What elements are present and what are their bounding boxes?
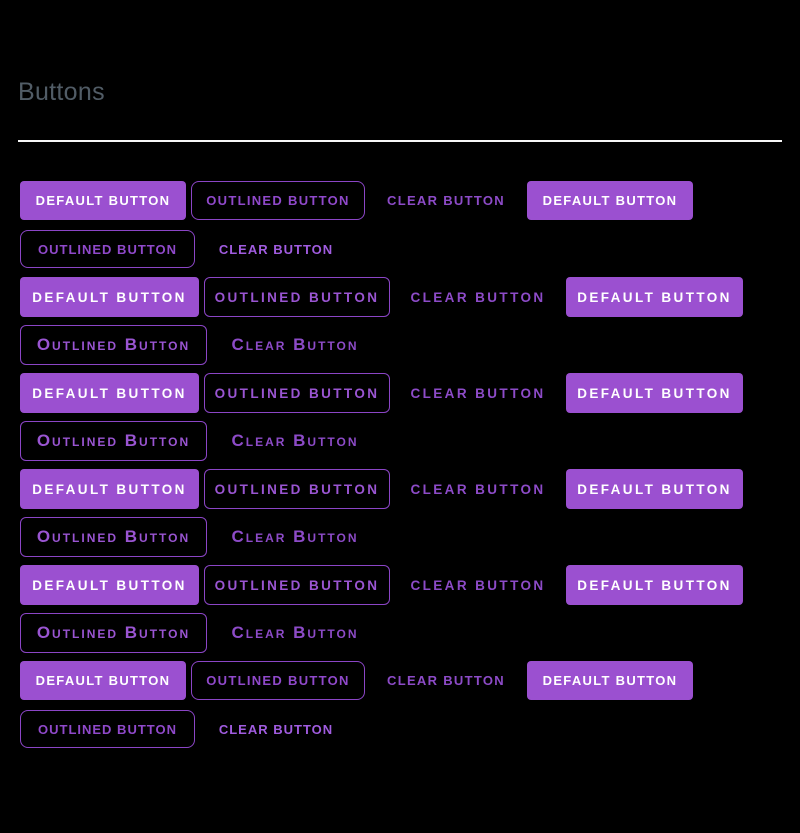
clear-button[interactable]: Clear Button [212, 325, 378, 365]
default-button[interactable]: DEFAULT BUTTON [566, 469, 743, 509]
outlined-button[interactable]: OUTLINED BUTTON [191, 181, 365, 220]
clear-button[interactable]: Clear Button [212, 517, 378, 557]
default-button[interactable]: DEFAULT BUTTON [566, 277, 743, 317]
outlined-button[interactable]: OUTLINED BUTTON [20, 230, 195, 268]
default-button[interactable]: DEFAULT BUTTON [20, 469, 199, 509]
default-button[interactable]: DEFAULT BUTTON [20, 181, 186, 220]
button-row: DEFAULT BUTTON OUTLINED BUTTON CLEAR BUT… [20, 661, 780, 700]
button-row: Outlined Button Clear Button [20, 517, 780, 557]
button-row: DEFAULT BUTTON OUTLINED BUTTON CLEAR BUT… [20, 469, 780, 509]
clear-button[interactable]: CLEAR BUTTON [395, 373, 561, 413]
clear-button[interactable]: CLEAR BUTTON [370, 661, 522, 700]
clear-button[interactable]: CLEAR BUTTON [200, 710, 352, 748]
outlined-button[interactable]: OUTLINED BUTTON [204, 565, 390, 605]
default-button[interactable]: DEFAULT BUTTON [566, 565, 743, 605]
default-button[interactable]: DEFAULT BUTTON [20, 373, 199, 413]
clear-button[interactable]: CLEAR BUTTON [200, 230, 352, 268]
default-button[interactable]: DEFAULT BUTTON [527, 181, 693, 220]
button-row: Outlined Button Clear Button [20, 613, 780, 653]
outlined-button[interactable]: Outlined Button [20, 517, 207, 557]
default-button[interactable]: DEFAULT BUTTON [527, 661, 693, 700]
button-row: OUTLINED BUTTON CLEAR BUTTON [20, 230, 780, 268]
button-row: DEFAULT BUTTON OUTLINED BUTTON CLEAR BUT… [20, 565, 780, 605]
clear-button[interactable]: CLEAR BUTTON [395, 469, 561, 509]
clear-button[interactable]: CLEAR BUTTON [395, 277, 561, 317]
button-group: DEFAULT BUTTON OUTLINED BUTTON CLEAR BUT… [20, 661, 780, 748]
page-title: Buttons [18, 78, 105, 106]
clear-button[interactable]: CLEAR BUTTON [395, 565, 561, 605]
button-row: DEFAULT BUTTON OUTLINED BUTTON CLEAR BUT… [20, 181, 780, 220]
outlined-button[interactable]: OUTLINED BUTTON [20, 710, 195, 748]
outlined-button[interactable]: OUTLINED BUTTON [204, 277, 390, 317]
button-row: OUTLINED BUTTON CLEAR BUTTON [20, 710, 780, 748]
clear-button[interactable]: Clear Button [212, 421, 378, 461]
outlined-button[interactable]: OUTLINED BUTTON [204, 469, 390, 509]
button-row: Outlined Button Clear Button [20, 421, 780, 461]
clear-button[interactable]: CLEAR BUTTON [370, 181, 522, 220]
outlined-button[interactable]: OUTLINED BUTTON [191, 661, 365, 700]
default-button[interactable]: DEFAULT BUTTON [566, 373, 743, 413]
button-groups-container: DEFAULT BUTTON OUTLINED BUTTON CLEAR BUT… [20, 181, 780, 757]
button-group: DEFAULT BUTTON OUTLINED BUTTON CLEAR BUT… [20, 565, 780, 653]
button-row: Outlined Button Clear Button [20, 325, 780, 365]
button-group: DEFAULT BUTTON OUTLINED BUTTON CLEAR BUT… [20, 181, 780, 268]
default-button[interactable]: DEFAULT BUTTON [20, 661, 186, 700]
outlined-button[interactable]: Outlined Button [20, 421, 207, 461]
outlined-button[interactable]: OUTLINED BUTTON [204, 373, 390, 413]
outlined-button[interactable]: Outlined Button [20, 613, 207, 653]
button-row: DEFAULT BUTTON OUTLINED BUTTON CLEAR BUT… [20, 373, 780, 413]
section-divider [18, 140, 782, 142]
outlined-button[interactable]: Outlined Button [20, 325, 207, 365]
button-row: DEFAULT BUTTON OUTLINED BUTTON CLEAR BUT… [20, 277, 780, 317]
button-group: DEFAULT BUTTON OUTLINED BUTTON CLEAR BUT… [20, 373, 780, 461]
clear-button[interactable]: Clear Button [212, 613, 378, 653]
button-group: DEFAULT BUTTON OUTLINED BUTTON CLEAR BUT… [20, 277, 780, 365]
default-button[interactable]: DEFAULT BUTTON [20, 565, 199, 605]
button-group: DEFAULT BUTTON OUTLINED BUTTON CLEAR BUT… [20, 469, 780, 557]
default-button[interactable]: DEFAULT BUTTON [20, 277, 199, 317]
